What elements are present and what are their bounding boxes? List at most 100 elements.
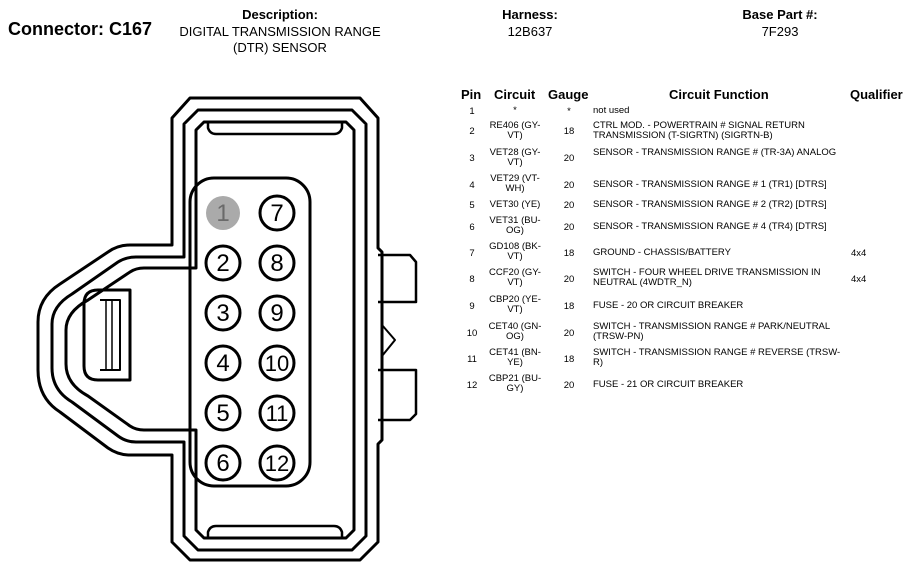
row-gauge: 18 xyxy=(563,301,575,312)
right-tab-bottom xyxy=(378,368,418,422)
col-header-function: Circuit Function xyxy=(669,87,769,102)
description-label: Description: xyxy=(242,7,318,22)
pin-11-label: 11 xyxy=(266,401,289,426)
left-clip-inner xyxy=(100,299,121,371)
pin-10-label: 10 xyxy=(265,351,289,376)
pin-11-circle xyxy=(258,394,296,432)
pin-10-circle xyxy=(258,344,296,382)
pin-1-label: 1 xyxy=(216,200,229,227)
row-pin: 5 xyxy=(469,200,475,211)
row-function: CTRL MOD. - POWERTRAIN # SIGNAL RETURN T… xyxy=(593,120,805,141)
row-circuit: RE406 (GY-VT) xyxy=(489,120,541,141)
row-gauge: 18 xyxy=(563,354,575,365)
description-line2: (DTR) SENSOR xyxy=(233,40,327,55)
pin-cavity xyxy=(188,176,312,488)
pin-9-label: 9 xyxy=(270,300,283,327)
pin-8-label: 8 xyxy=(270,250,283,277)
harness-block: Harness: 12B637 xyxy=(470,7,590,40)
pin-9-circle xyxy=(258,294,296,332)
row-gauge: 18 xyxy=(563,126,575,137)
row-circuit: CBP20 (YE-VT) xyxy=(489,294,541,315)
row-circuit: CBP21 (BU-GY) xyxy=(488,373,542,394)
row-pin: 2 xyxy=(469,126,475,137)
pin-2-circle xyxy=(204,244,242,282)
pin-4-label: 4 xyxy=(216,350,229,377)
row-pin: 1 xyxy=(469,106,475,117)
row-function: not used xyxy=(593,105,630,116)
table-row: 11 CET41 (BN-YE) 18 SWITCH - TRANSMISSIO… xyxy=(455,348,910,374)
row-gauge: * xyxy=(567,106,571,117)
row-pin: 9 xyxy=(469,301,475,312)
row-function: SENSOR - TRANSMISSION RANGE # (TR-3A) AN… xyxy=(593,147,837,158)
pin-3-label: 3 xyxy=(216,300,229,327)
description-block: Description: DIGITAL TRANSMISSION RANGE … xyxy=(170,7,390,56)
row-pin: 4 xyxy=(469,180,475,191)
row-function: SENSOR - TRANSMISSION RANGE # 4 (TR4) [D… xyxy=(593,221,827,232)
pin-3-circle xyxy=(204,294,242,332)
row-gauge: 20 xyxy=(563,274,575,285)
row-circuit: VET28 (GY-VT) xyxy=(489,147,541,168)
row-pin: 3 xyxy=(469,153,475,164)
pin-8-circle xyxy=(258,244,296,282)
col-header-pin: Pin xyxy=(461,87,482,102)
base-part-label: Base Part #: xyxy=(742,7,818,22)
pin-1-circle xyxy=(206,196,240,230)
connector-housing-inner-2 xyxy=(64,120,356,540)
base-part-value: 7F293 xyxy=(761,24,799,39)
pin-2-label: 2 xyxy=(216,250,229,277)
row-function: SENSOR - TRANSMISSION RANGE # 1 (TR1) [D… xyxy=(593,179,827,190)
base-part-block: Base Part #: 7F293 xyxy=(720,7,840,40)
right-tab-top xyxy=(378,253,418,304)
col-header-circuit: Circuit xyxy=(494,87,536,102)
pin-7-circle xyxy=(258,194,296,232)
top-latch xyxy=(206,122,344,136)
pin-12-label: 12 xyxy=(265,451,289,476)
harness-label: Harness: xyxy=(502,7,558,22)
row-function: SWITCH - TRANSMISSION RANGE # PARK/NEUTR… xyxy=(593,321,830,342)
row-gauge: 20 xyxy=(563,180,575,191)
row-circuit: CET40 (GN-OG) xyxy=(488,321,542,342)
pin-6-label: 6 xyxy=(216,450,229,477)
connector-housing-inner xyxy=(50,108,368,552)
row-circuit: VET31 (BU-OG) xyxy=(489,215,541,236)
row-pin: 12 xyxy=(466,380,478,391)
row-qualifier: 4x4 xyxy=(851,248,867,259)
row-gauge: 20 xyxy=(563,222,575,233)
row-function: FUSE - 21 OR CIRCUIT BREAKER xyxy=(593,379,744,390)
row-qualifier: 4x4 xyxy=(851,274,867,285)
table-row: 8 CCF20 (GY-VT) 20 SWITCH - FOUR WHEEL D… xyxy=(455,268,910,294)
table-row: 2 RE406 (GY-VT) 18 CTRL MOD. - POWERTRAI… xyxy=(455,121,910,147)
harness-value: 12B637 xyxy=(507,24,553,39)
pin-4-circle xyxy=(204,344,242,382)
connector-title: Connector: C167 xyxy=(8,19,153,39)
row-circuit: VET29 (VT-WH) xyxy=(490,173,540,194)
row-function: GROUND - CHASSIS/BATTERY xyxy=(593,247,731,258)
col-header-gauge: Gauge xyxy=(548,87,589,102)
row-function: FUSE - 20 OR CIRCUIT BREAKER xyxy=(593,300,744,311)
row-gauge: 20 xyxy=(563,200,575,211)
bottom-latch xyxy=(206,524,344,538)
connector-housing-outer xyxy=(36,96,384,562)
table-row: 4 VET29 (VT-WH) 20 SENSOR - TRANSMISSION… xyxy=(455,174,910,200)
row-circuit: CCF20 (GY-VT) xyxy=(489,267,541,288)
right-tab-ramp xyxy=(381,324,396,357)
pin-6-circle xyxy=(204,444,242,482)
row-pin: 10 xyxy=(466,328,478,339)
pin-12-circle xyxy=(258,444,296,482)
row-gauge: 20 xyxy=(563,328,575,339)
row-function: SWITCH - TRANSMISSION RANGE # REVERSE (T… xyxy=(593,347,841,368)
pin-7-label: 7 xyxy=(270,200,283,227)
table-row: 10 CET40 (GN-OG) 20 SWITCH - TRANSMISSIO… xyxy=(455,322,910,348)
row-pin: 11 xyxy=(467,354,477,365)
pin-5-label: 5 xyxy=(216,400,229,427)
row-function: SENSOR - TRANSMISSION RANGE # 2 (TR2) [D… xyxy=(593,199,827,210)
row-gauge: 20 xyxy=(563,380,575,391)
row-pin: 7 xyxy=(469,248,475,259)
table-row: 5 VET30 (YE) 20 SENSOR - TRANSMISSION RA… xyxy=(455,200,910,226)
table-row: 3 VET28 (GY-VT) 20 SENSOR - TRANSMISSION… xyxy=(455,148,910,174)
row-circuit: VET30 (YE) xyxy=(489,199,541,210)
description-line1: DIGITAL TRANSMISSION RANGE xyxy=(179,24,381,39)
table-row: 7 GD108 (BK-VT) 18 GROUND - CHASSIS/BATT… xyxy=(455,242,910,268)
